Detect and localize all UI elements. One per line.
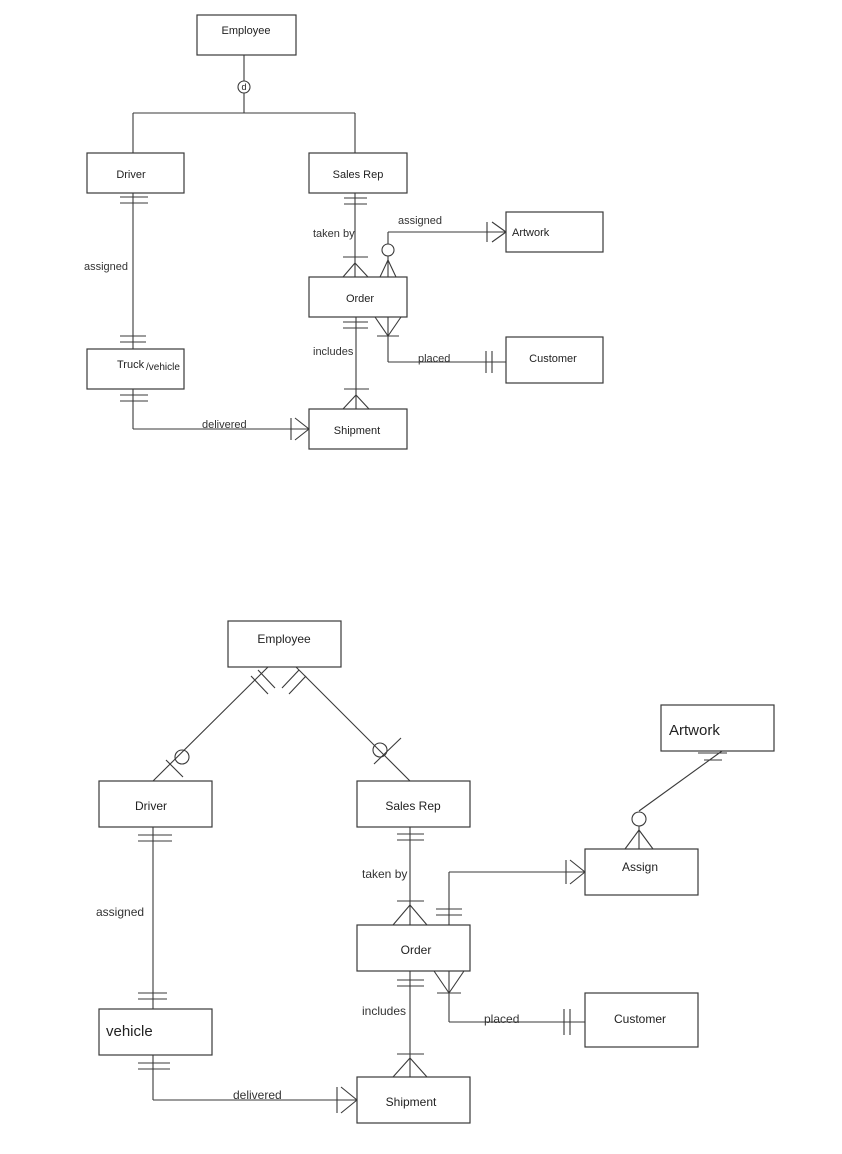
- connector-salesrep-order[interactable]: [392, 827, 428, 926]
- entity-label: Shipment: [334, 425, 380, 437]
- relationship-label-taken-by: taken by: [362, 867, 407, 881]
- entity-label: Customer: [529, 353, 577, 365]
- entity-employee[interactable]: Employee: [196, 14, 297, 56]
- connector-artwork-assign[interactable]: [624, 750, 727, 850]
- entity-label: Customer: [614, 1012, 666, 1026]
- entity-order[interactable]: Order: [308, 276, 408, 318]
- entity-driver[interactable]: Driver: [86, 152, 185, 194]
- connector-vehicle-shipment[interactable]: [138, 1055, 358, 1114]
- entity-shipment[interactable]: Shipment: [308, 408, 408, 450]
- entity-label: Artwork: [669, 722, 720, 739]
- entity-artwork[interactable]: Artwork: [505, 211, 604, 253]
- entity-employee[interactable]: Employee: [227, 620, 342, 668]
- entity-customer[interactable]: Customer: [584, 992, 699, 1048]
- entity-label: Order: [346, 293, 374, 305]
- connector-driver-truck[interactable]: [120, 193, 148, 349]
- entity-label: Artwork: [512, 227, 550, 239]
- connector-assign-order[interactable]: [436, 859, 586, 925]
- connector-driver-vehicle[interactable]: [138, 827, 172, 1009]
- connector-order-customer[interactable]: [374, 316, 506, 373]
- connector-salesrep-order[interactable]: [342, 193, 369, 278]
- entity-label: Driver: [135, 799, 167, 813]
- entity-label: Sales Rep: [385, 799, 441, 813]
- entity-label: Employee: [257, 632, 311, 646]
- connector-order-customer[interactable]: [433, 970, 585, 1035]
- connector-artwork-order[interactable]: [379, 221, 507, 278]
- er-diagram-1: Employee Driver Sales Rep Artwork Order …: [84, 14, 604, 450]
- relationship-label-delivered: delivered: [233, 1088, 282, 1102]
- er-diagram-2: Employee Artwork Driver Sales Rep Assign…: [96, 620, 775, 1124]
- connector-employee-driver[interactable]: [152, 666, 276, 782]
- entity-label-suffix: /vehicle: [146, 362, 180, 373]
- entity-customer[interactable]: Customer: [505, 336, 604, 384]
- relationship-label-taken-by: taken by: [313, 228, 355, 240]
- relationship-label-placed: placed: [484, 1012, 519, 1026]
- entity-driver[interactable]: Driver: [98, 780, 213, 828]
- relationship-label-assigned-artwork: assigned: [398, 215, 442, 227]
- entity-vehicle[interactable]: vehicle: [98, 1008, 213, 1056]
- entity-label: Sales Rep: [333, 169, 384, 181]
- connector-employee-specialization[interactable]: d: [132, 55, 356, 153]
- relationship-label-includes: includes: [313, 346, 354, 358]
- entity-label: Shipment: [386, 1095, 437, 1109]
- entity-artwork[interactable]: Artwork: [660, 704, 775, 752]
- entity-label: Truck: [117, 359, 145, 371]
- entity-sales-rep[interactable]: Sales Rep: [308, 152, 408, 194]
- entity-label: Driver: [116, 169, 146, 181]
- relationship-label-assigned: assigned: [84, 261, 128, 273]
- entity-order[interactable]: Order: [356, 924, 471, 972]
- entity-assign[interactable]: Assign: [584, 848, 699, 896]
- entity-label: vehicle: [106, 1023, 153, 1040]
- entity-truck-vehicle[interactable]: Truck /vehicle: [86, 348, 185, 390]
- connector-truck-shipment[interactable]: [120, 389, 310, 441]
- connector-employee-salesrep[interactable]: [281, 666, 411, 782]
- connector-order-shipment[interactable]: [342, 317, 370, 410]
- entity-label: Assign: [622, 860, 658, 874]
- disjoint-symbol: d: [241, 82, 246, 92]
- relationship-label-delivered: delivered: [202, 419, 247, 431]
- relationship-label-includes: includes: [362, 1004, 406, 1018]
- relationship-label-assigned: assigned: [96, 905, 144, 919]
- connector-order-shipment[interactable]: [392, 971, 428, 1078]
- entity-label: Order: [401, 943, 432, 957]
- entity-sales-rep[interactable]: Sales Rep: [356, 780, 471, 828]
- entity-label: Employee: [222, 25, 271, 37]
- relationship-label-placed: placed: [418, 353, 450, 365]
- entity-shipment[interactable]: Shipment: [356, 1076, 471, 1124]
